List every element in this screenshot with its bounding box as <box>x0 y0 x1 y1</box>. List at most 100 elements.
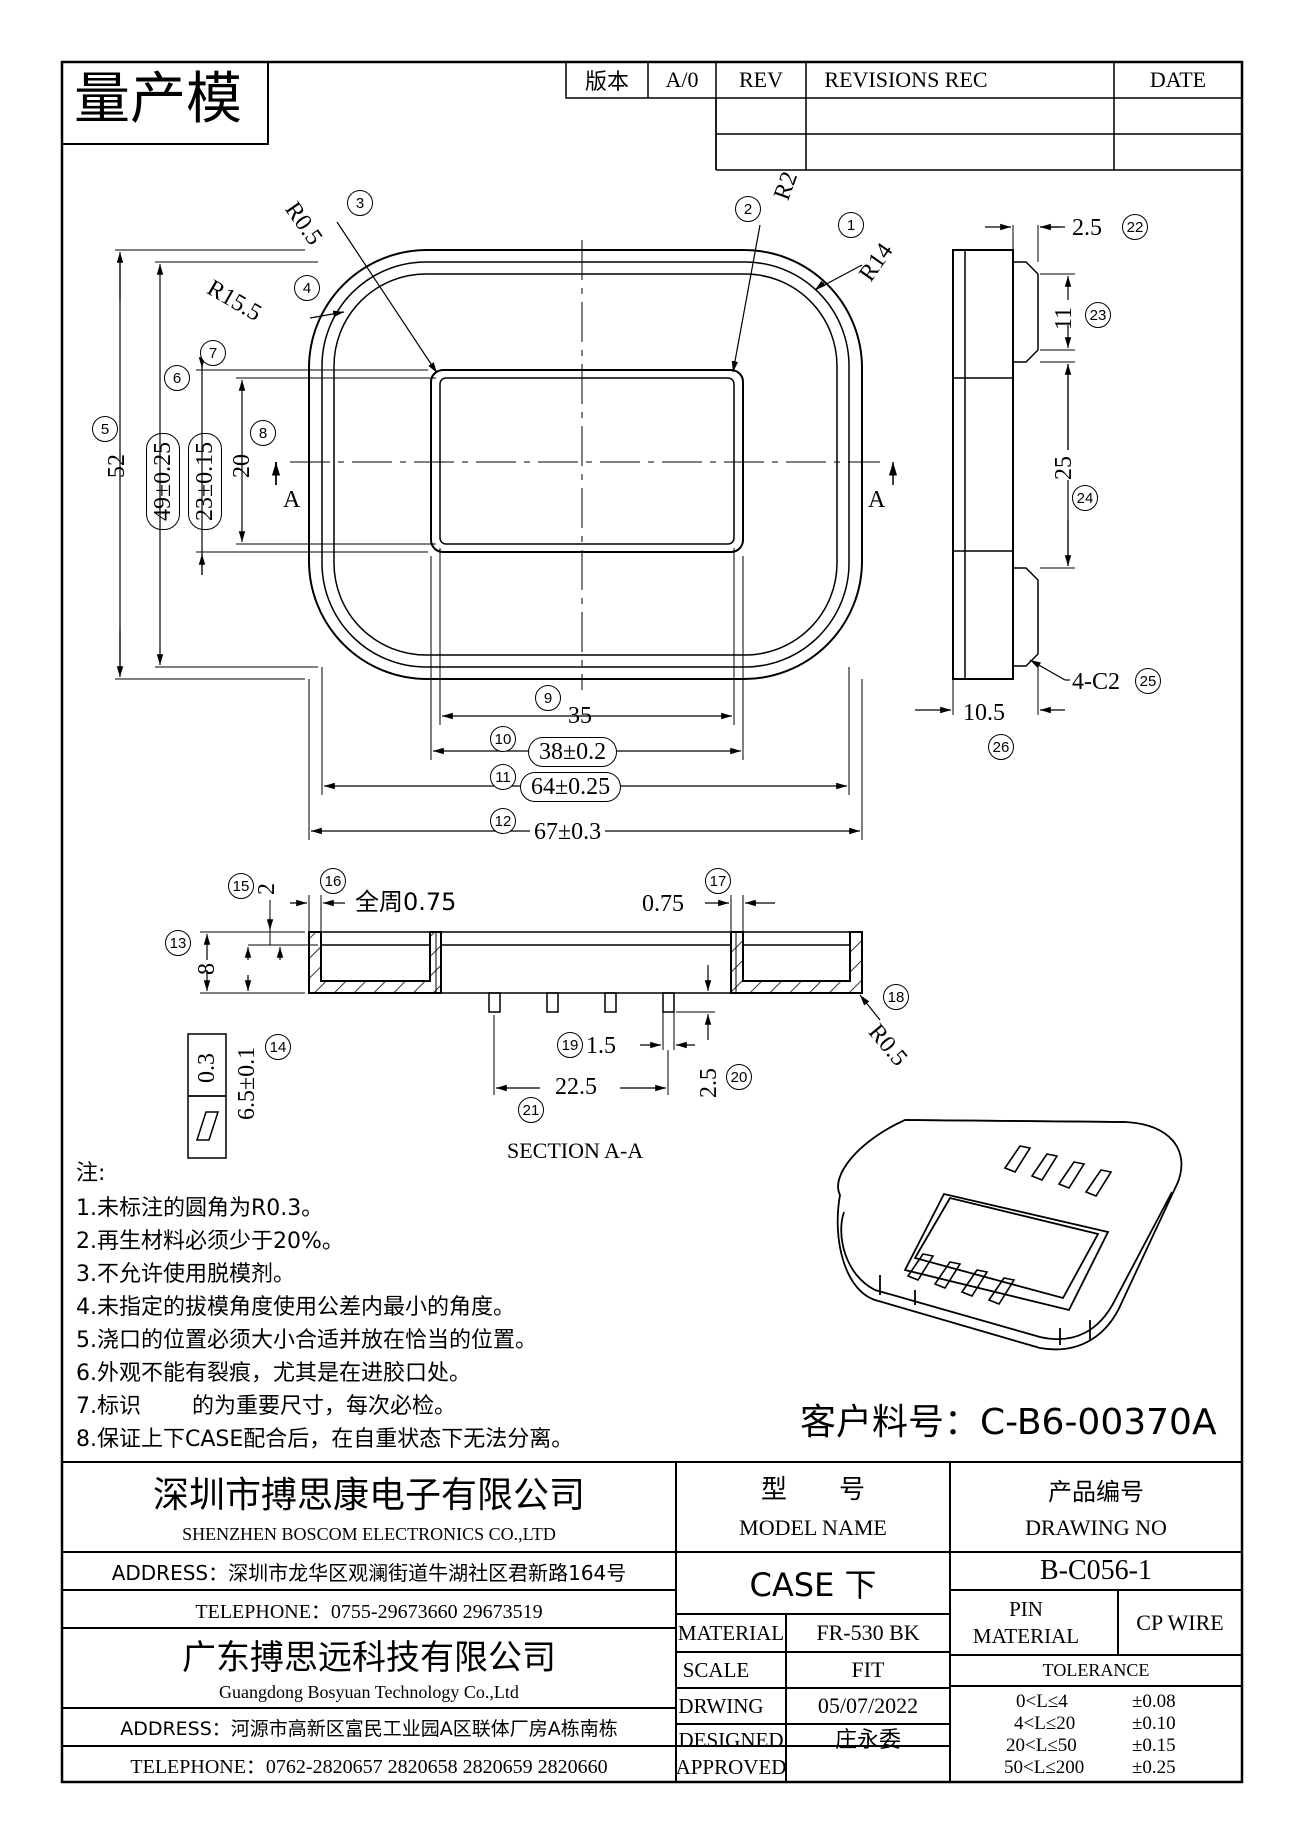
note-6: 6.外观不能有裂痕，尤其是在进胶口处。 <box>76 1361 471 1386</box>
company2-telephone: TELEPHONE：0762-2820657 2820658 2820659 2… <box>130 1755 608 1778</box>
dim-49: 49±0.25 <box>146 432 180 530</box>
tol-range-3: 20<L≤50 <box>1006 1735 1077 1756</box>
revision-table <box>565 61 1243 171</box>
dim-full-0-75: 全周0.75 <box>355 888 457 916</box>
rev-label: REV <box>739 67 783 92</box>
scale-value: FIT <box>851 1657 885 1682</box>
bubble-23: 23 <box>1085 302 1111 328</box>
tol-range-1: 0<L≤4 <box>1016 1691 1068 1712</box>
dim-2-5-side: 2.5 <box>1072 215 1102 241</box>
model-label-en: MODEL NAME <box>739 1515 887 1540</box>
dim-10-5: 10.5 <box>963 700 1005 726</box>
dim-38: 38±0.2 <box>528 737 618 767</box>
dim-20: 20 <box>229 454 255 478</box>
stamp-text: 量产模 <box>74 67 242 132</box>
bubble-8: 8 <box>250 420 276 446</box>
bubble-10: 10 <box>490 726 516 752</box>
tol-value-3: ±0.15 <box>1132 1735 1176 1756</box>
title-block-grid <box>62 1461 1242 1782</box>
model-label-cn: 型 号 <box>760 1474 865 1505</box>
note-3: 3.不允许使用脱模剂。 <box>76 1262 295 1287</box>
dim-4-c2: 4-C2 <box>1072 669 1120 695</box>
scale-label: SCALE <box>682 1657 750 1682</box>
dim-23: 23±0.15 <box>188 432 222 530</box>
bubble-7: 7 <box>200 340 226 366</box>
customer-part-number: 客户料号：C-B6-00370A <box>800 1402 1217 1443</box>
bubble-3: 3 <box>347 190 373 216</box>
company2-name-en: Guangdong Bosyuan Technology Co.,Ltd <box>219 1681 519 1702</box>
company1-telephone: TELEPHONE：0755-29673660 29673519 <box>195 1600 543 1623</box>
bubble-25: 25 <box>1135 668 1161 694</box>
note-4: 4.未指定的拔模角度使用公差内最小的角度。 <box>76 1295 515 1320</box>
note-7: 7.标识 的为重要尺寸，每次必检。 <box>76 1394 456 1419</box>
tol-value-1: ±0.08 <box>1132 1691 1176 1712</box>
drawing-no-label-cn: 产品编号 <box>1048 1477 1144 1506</box>
version-value: A/0 <box>665 67 699 92</box>
drawing-no-label-en: DRAWING NO <box>1025 1515 1167 1540</box>
dim-35: 35 <box>568 703 592 729</box>
section-mark-right: A <box>868 487 886 513</box>
dim-52: 52 <box>104 454 130 478</box>
section-title: SECTION A-A <box>507 1138 644 1163</box>
note-1: 1.未标注的圆角为R0.3。 <box>76 1196 324 1221</box>
bubble-14: 14 <box>265 1034 291 1060</box>
dim-2: 2 <box>254 883 280 895</box>
bubble-12: 12 <box>490 808 516 834</box>
dim-11: 11 <box>1051 306 1077 330</box>
window-outline <box>430 369 744 553</box>
top-view <box>115 221 898 840</box>
dim-6-5: 6.5±0.1 <box>234 1046 260 1120</box>
note-2: 2.再生材料必须少于20%。 <box>76 1229 344 1254</box>
dim-22-5: 22.5 <box>555 1074 597 1100</box>
drawing-date: 05/07/2022 <box>817 1693 919 1718</box>
bubble-22: 22 <box>1122 214 1148 240</box>
approved-label: APPROVED <box>675 1754 787 1779</box>
company1-address: ADDRESS：深圳市龙华区观澜街道牛湖社区君新路164号 <box>111 1560 627 1585</box>
dim-64: 64±0.25 <box>520 772 622 802</box>
note-5: 5.浇口的位置必须大小合适并放在恰当的位置。 <box>76 1328 537 1353</box>
bubble-24: 24 <box>1072 485 1098 511</box>
revisions-label: REVISIONS REC <box>824 67 988 92</box>
pin-material-label: PIN MATERIAL <box>972 1596 1080 1648</box>
company2-name-cn: 广东搏思远科技有限公司 <box>182 1637 556 1678</box>
bubble-11: 11 <box>490 764 516 790</box>
dim-1-5: 1.5 <box>586 1033 616 1059</box>
bubble-9: 9 <box>535 685 561 711</box>
dim-8: 8 <box>194 963 220 975</box>
date-label: DATE <box>1149 67 1207 92</box>
designed-value: 庄永委 <box>834 1728 901 1753</box>
drawing-label: DRWING <box>678 1693 764 1718</box>
bubble-16: 16 <box>320 868 346 894</box>
flatness-value: 0.3 <box>194 1053 220 1083</box>
bubble-19: 19 <box>557 1032 583 1058</box>
bubble-18: 18 <box>883 984 909 1010</box>
bubble-21: 21 <box>518 1097 544 1123</box>
bubble-2: 2 <box>735 196 761 222</box>
model-value: CASE 下 <box>749 1566 877 1604</box>
tol-range-2: 4<L≤20 <box>1014 1713 1076 1734</box>
material-value: FR-530 BK <box>816 1620 920 1645</box>
material-label: MATERIAL <box>677 1620 785 1645</box>
tol-value-2: ±0.10 <box>1132 1713 1176 1734</box>
company1-name-cn: 深圳市搏思康电子有限公司 <box>152 1475 585 1516</box>
section-mark-left: A <box>283 487 301 513</box>
bubble-17: 17 <box>705 868 731 894</box>
bubble-1: 1 <box>838 212 864 238</box>
dim-25: 25 <box>1051 456 1077 480</box>
tol-range-4: 50<L≤200 <box>1004 1757 1085 1778</box>
iso-view <box>836 1118 1183 1360</box>
dim-0-75-right: 0.75 <box>642 891 684 917</box>
section-view <box>187 895 881 1159</box>
bubble-4: 4 <box>294 275 320 301</box>
company2-address: ADDRESS：河源市高新区富民工业园A区联体厂房A栋南栋 <box>120 1717 618 1740</box>
note-8: 8.保证上下CASE配合后，在自重状态下无法分离。 <box>76 1427 574 1452</box>
tolerance-label: TOLERANCE <box>1042 1660 1150 1680</box>
version-label: 版本 <box>584 70 629 95</box>
stamp-box <box>61 61 269 145</box>
bubble-20: 20 <box>726 1064 752 1090</box>
company1-name-en: SHENZHEN BOSCOM ELECTRONICS CO.,LTD <box>182 1523 556 1544</box>
outer-outline <box>308 249 863 680</box>
tol-value-4: ±0.25 <box>1132 1757 1176 1778</box>
bubble-15: 15 <box>228 873 254 899</box>
